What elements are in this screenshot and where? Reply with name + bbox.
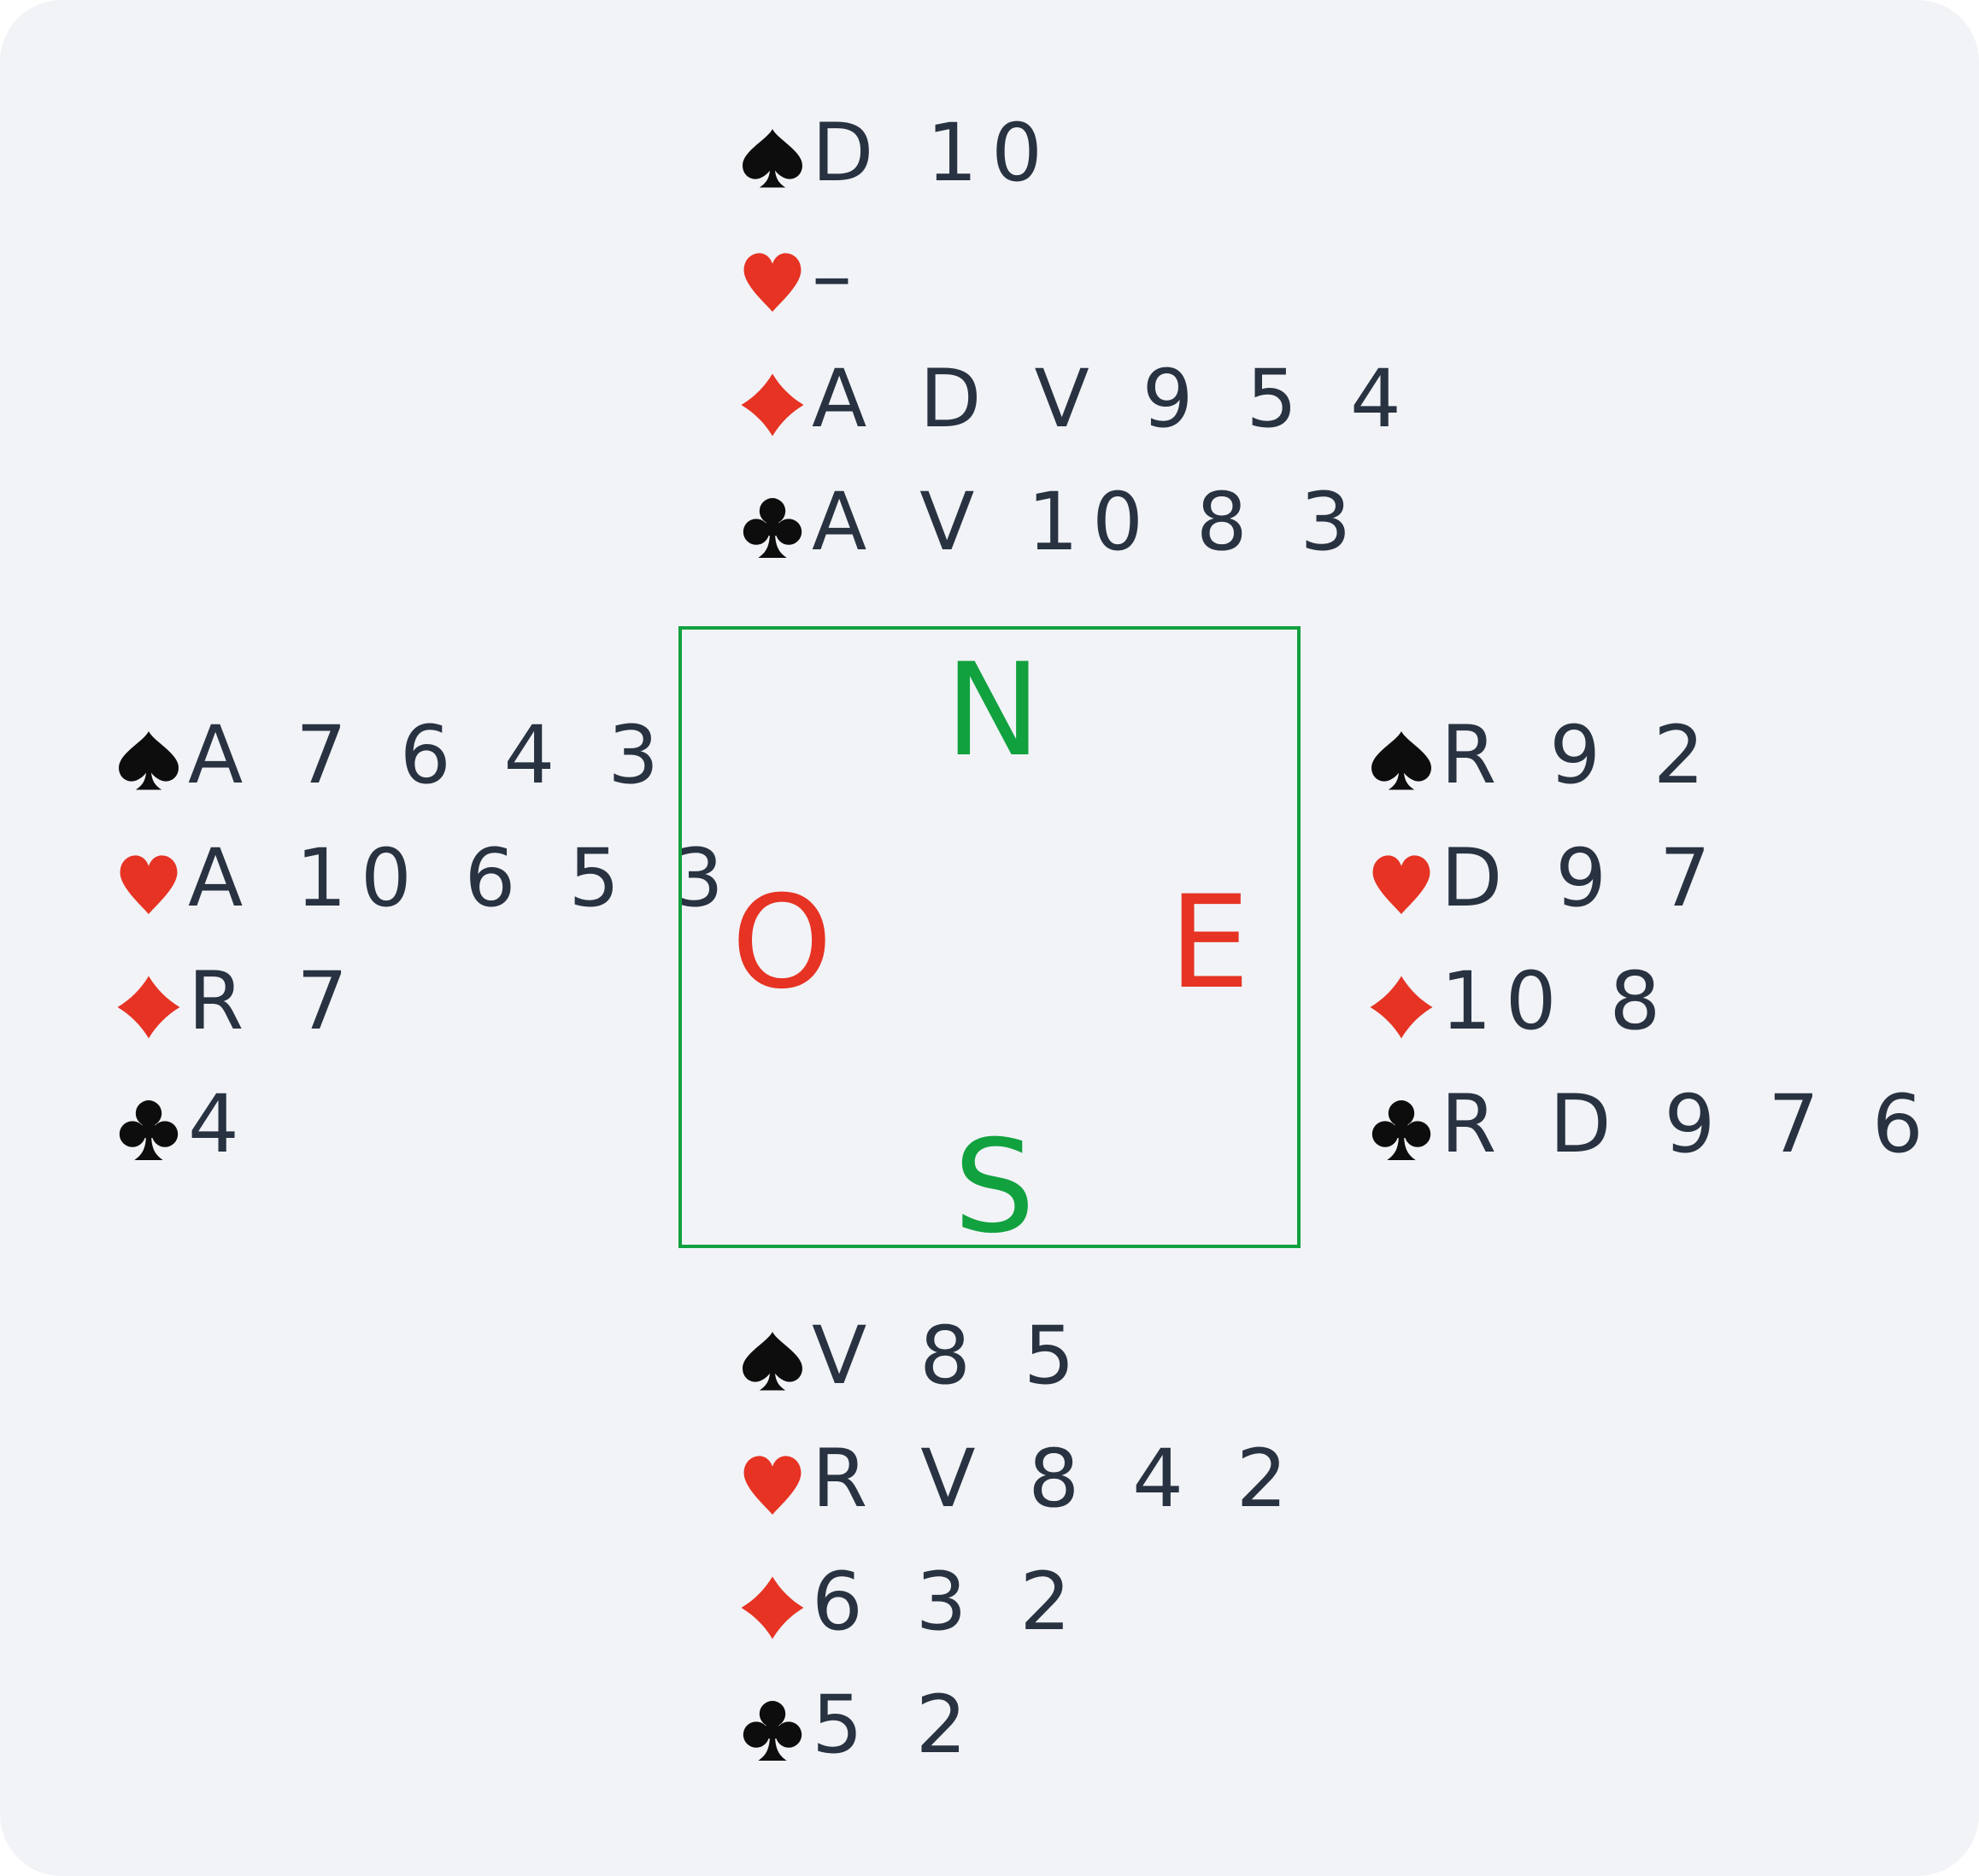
spade-icon [740,1329,805,1394]
club-icon [740,1698,805,1763]
east-clubs-row: R D 9 7 6 [1371,1065,1979,1188]
south-clubs-cards: 5 2 [812,1679,981,1772]
north-diamonds-row: A D V 9 5 4 [742,340,1511,463]
north-clubs-cards: A V 10 8 3 [812,476,1365,569]
west-clubs-cards: 4 [188,1078,253,1171]
north-hearts-row: – [742,217,1511,340]
compass-east: E [1169,869,1250,1017]
club-icon [1369,1098,1434,1163]
west-diamonds-row: R 7 [118,942,887,1065]
compass-west: O [731,869,833,1017]
north-hand: D 10 – A D V 9 5 4 A V 10 8 3 [742,94,1511,586]
heart-icon [116,852,181,917]
west-spades-row: A 7 6 4 3 [118,696,887,819]
south-diamonds-cards: 6 3 2 [812,1556,1085,1649]
diamond-icon [116,975,181,1040]
west-hearts-row: A 10 6 5 3 [118,819,887,942]
heart-icon [740,249,805,314]
south-hand: V 8 5 R V 8 4 2 6 3 2 5 2 [742,1297,1511,1789]
north-spades-cards: D 10 [812,107,1056,200]
compass-south: S [954,1113,1036,1262]
north-clubs-row: A V 10 8 3 [742,463,1511,586]
west-diamonds-cards: R 7 [188,955,361,1048]
south-spades-row: V 8 5 [742,1297,1511,1420]
south-diamonds-row: 6 3 2 [742,1543,1511,1666]
heart-icon [740,1452,805,1517]
diamond-icon [1369,975,1434,1040]
east-spades-row: R 9 2 [1371,696,1979,819]
east-diamonds-cards: 10 8 [1441,955,1675,1048]
compass-box: N O E S [678,626,1301,1252]
south-hearts-cards: R V 8 4 2 [812,1433,1301,1526]
south-clubs-row: 5 2 [742,1666,1511,1789]
west-clubs-row: 4 [118,1065,887,1188]
east-hearts-row: D 9 7 [1371,819,1979,942]
club-icon [740,495,805,560]
diamond-icon [740,372,805,437]
spade-icon [1369,729,1434,794]
east-hand: R 9 2 D 9 7 10 8 R D 9 7 6 [1371,696,1979,1188]
spade-icon [740,126,805,191]
east-clubs-cards: R D 9 7 6 [1441,1078,1937,1171]
west-hand: A 7 6 4 3 A 10 6 5 3 R 7 4 [118,696,887,1188]
east-hearts-cards: D 9 7 [1441,832,1724,925]
north-diamonds-cards: A D V 9 5 4 [812,353,1415,446]
east-spades-cards: R 9 2 [1441,709,1718,802]
south-hearts-row: R V 8 4 2 [742,1420,1511,1543]
north-spades-row: D 10 [742,94,1511,217]
south-spades-cards: V 8 5 [812,1310,1089,1403]
north-hearts-cards: – [812,230,866,323]
compass-north: N [945,636,1042,785]
diamond-icon [740,1575,805,1640]
east-diamonds-row: 10 8 [1371,942,1979,1065]
heart-icon [1369,852,1434,917]
club-icon [116,1098,181,1163]
west-hearts-cards: A 10 6 5 3 [188,832,737,925]
spade-icon [116,729,181,794]
west-spades-cards: A 7 6 4 3 [188,709,673,802]
